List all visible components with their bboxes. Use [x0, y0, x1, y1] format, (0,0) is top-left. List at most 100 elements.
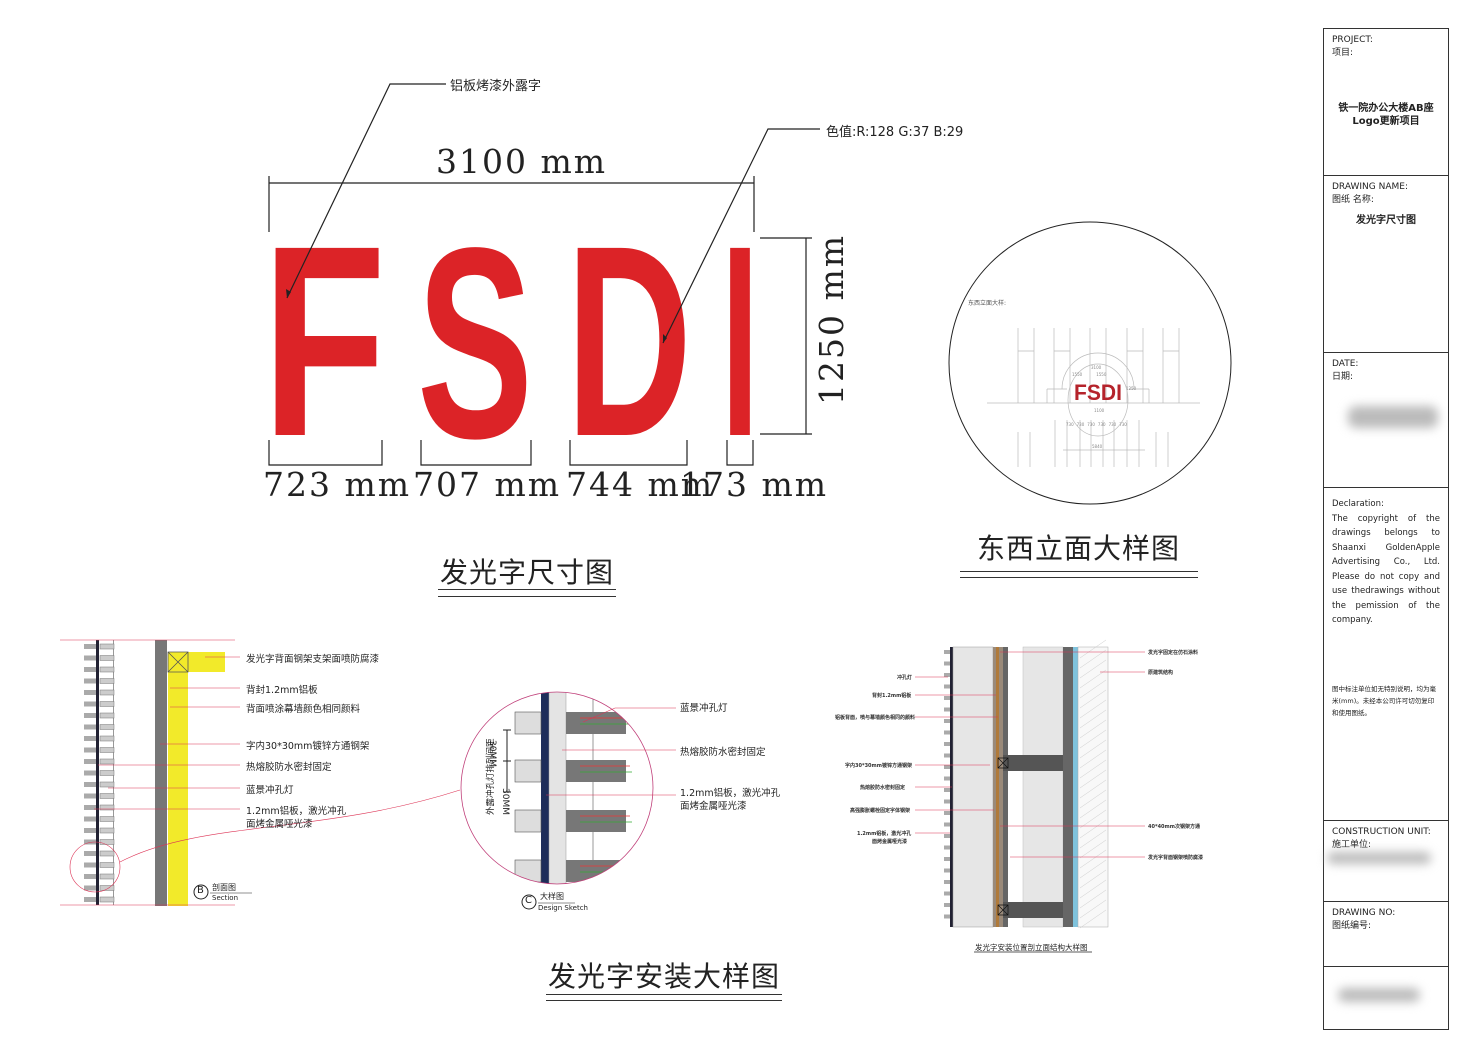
drawing-name: 发光字尺寸图	[1356, 215, 1416, 226]
section-b-name-cn: 剖面图	[212, 883, 236, 892]
led-stub	[944, 707, 950, 712]
led-stub	[99, 839, 115, 845]
led-stub	[84, 897, 96, 902]
construction-unit-redacted	[1327, 852, 1431, 864]
led-stub	[944, 822, 950, 827]
led-stub	[99, 747, 115, 753]
led-stub	[99, 793, 115, 799]
led-stub	[84, 816, 96, 822]
structure-left-label-7: 1.2mm铝板，激光冲孔	[857, 831, 912, 837]
section-b-label-3: 背面喷涂幕墙颜色相同颜料	[246, 704, 361, 715]
section-b-label-7: 1.2mm铝板，激光冲孔	[246, 806, 347, 817]
width-dim-f: 723 mm	[263, 465, 412, 504]
led-stub	[944, 661, 950, 666]
led-stub	[944, 673, 950, 677]
led-stub	[99, 666, 115, 673]
led-stub	[84, 690, 96, 695]
width-dim-i: 173 mm	[680, 465, 829, 504]
elevation-dim-depth: 1100	[1094, 408, 1105, 413]
section-b-label-1: 发光字背面钢架支架面喷防腐漆	[246, 654, 380, 665]
led-stub	[99, 781, 115, 788]
structure-left-label-2: 背封1.2mm铝板	[872, 693, 912, 699]
led-stub	[99, 896, 115, 903]
elevation-dim-height: 1250	[1126, 386, 1137, 391]
led-stub	[84, 667, 96, 672]
section-b-label-5: 热熔胶防水密封固定	[246, 762, 332, 773]
letter-f: F	[262, 189, 386, 493]
title-block-footer	[1323, 967, 1449, 1030]
footer-redacted	[1338, 988, 1420, 1002]
led-stub	[99, 643, 115, 650]
structure-left-label-6: 高强膨胀螺栓固定字体钢架	[850, 808, 911, 814]
section-b-label-6: 蓝景冲孔灯	[246, 785, 294, 796]
title-block-drawing-name: DRAWING NAME: 图纸 名称: 发光字尺寸图	[1323, 176, 1449, 353]
led-stub	[944, 868, 950, 873]
width-dim-s: 707 mm	[413, 465, 562, 504]
led-stub	[84, 770, 96, 776]
led-stub	[944, 845, 950, 850]
date-redacted	[1348, 406, 1438, 428]
title-block-declaration: Declaration: The copyright of the drawin…	[1323, 488, 1449, 821]
elevation-dim-total: 3100	[1091, 365, 1102, 370]
section-b-marker: B	[197, 885, 204, 896]
led-stub	[99, 712, 115, 719]
led-stub	[84, 747, 96, 753]
led-stub	[84, 655, 96, 661]
section-b-label-4: 字内30*30mm镀锌方通钢架	[246, 741, 370, 752]
detail-c-label-3: 1.2mm铝板，激光冲孔	[680, 788, 781, 799]
led-stub	[84, 713, 96, 718]
led-stub	[99, 770, 115, 776]
led-lamp	[514, 759, 542, 783]
elevation-logo: FSDI	[1074, 380, 1122, 405]
led-stub	[99, 758, 115, 765]
structure-left-label-4: 字内30*30mm镀锌方通钢架	[845, 763, 912, 769]
section-b-label-8: 面烤金属哑光漆	[246, 819, 313, 830]
title-block-date: DATE: 日期:	[1323, 353, 1449, 488]
led-stub	[944, 684, 950, 689]
led-stub	[99, 724, 115, 730]
led-stub	[84, 805, 96, 810]
led-lamp	[514, 711, 542, 735]
led-stub	[944, 788, 950, 792]
detail-c-label-1: 蓝景冲孔灯	[680, 703, 728, 714]
structure-right-label-3: 40*40mm次钢架方通	[1148, 824, 1200, 830]
led-stub	[944, 880, 950, 884]
letter-s: S	[417, 191, 533, 495]
section-b-label-2: 背封1.2mm铝板	[246, 685, 318, 696]
structure-left-label-8: 面烤金属哑光漆	[872, 839, 908, 845]
led-stub	[944, 719, 950, 723]
install-detail-title: 发光字安装大样图	[548, 960, 781, 993]
led-stub	[99, 827, 115, 834]
detail-c-marker: C	[525, 895, 532, 906]
led-stub	[99, 816, 115, 822]
letter-d: D	[566, 189, 692, 493]
led-stub	[99, 804, 115, 811]
title-block-drawing-no: DRAWING NO: 图纸编号:	[1323, 902, 1449, 967]
detail-c-name-en: Design Sketch	[538, 904, 588, 912]
callout-color: 色值:R:128 G:37 B:29	[826, 125, 964, 140]
led-stub	[944, 753, 950, 758]
led-stub	[944, 857, 950, 861]
led-stub	[99, 873, 115, 880]
callout-leader-material	[286, 83, 446, 299]
led-stub	[84, 724, 96, 730]
led-stub	[99, 735, 115, 742]
led-stub	[99, 862, 115, 868]
led-stub	[99, 689, 115, 696]
structure-left-label-3: 铝板背面，喷与幕墙颜色相同的颜料	[835, 715, 916, 721]
title-block-construction-unit: CONSTRUCTION UNIT: 施工单位:	[1323, 821, 1449, 902]
elevation-inner-label: 东西立面大样:	[968, 300, 1007, 307]
led-stub	[99, 701, 115, 707]
led-stub	[944, 799, 950, 804]
detail-c-label-4: 面烤金属哑光漆	[680, 801, 747, 812]
structure-left-label-5: 热熔胶防水密封固定	[860, 785, 906, 791]
led-stub	[84, 862, 96, 868]
led-stub	[944, 730, 950, 735]
